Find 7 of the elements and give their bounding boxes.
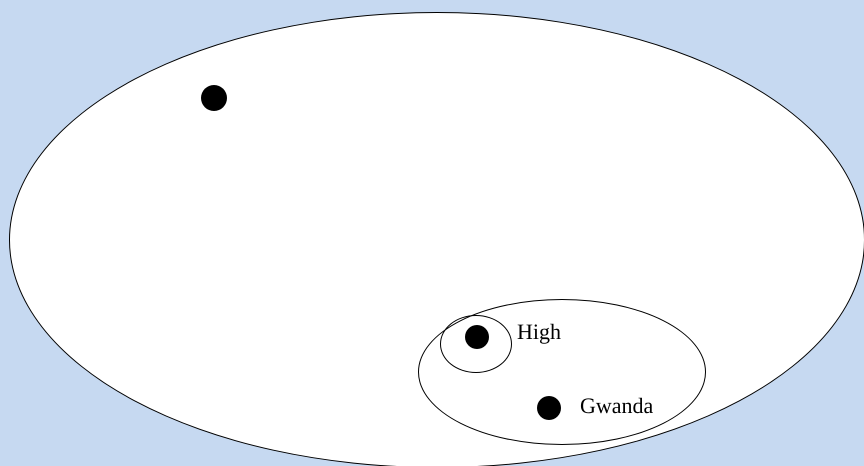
dot xyxy=(200,84,226,110)
dot xyxy=(464,324,488,348)
region-ellipse xyxy=(418,298,706,444)
place-label: Gwanda xyxy=(580,395,654,417)
dot xyxy=(537,396,561,420)
place-label: High xyxy=(517,321,561,343)
region-ellipse xyxy=(440,315,512,373)
